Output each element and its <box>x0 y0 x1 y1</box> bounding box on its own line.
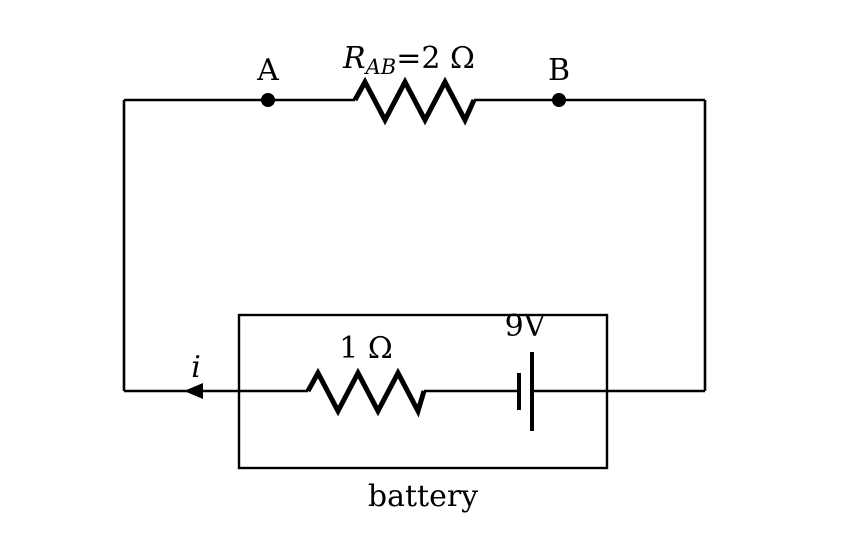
resistor-ab-symbol <box>352 76 477 126</box>
internal-resistor-label: 1 Ω <box>339 331 393 366</box>
resistor-ab-equals: = <box>396 41 421 76</box>
battery-label: battery <box>368 479 478 514</box>
resistor-ab-subscript: AB <box>364 55 397 79</box>
node-b-label: B <box>548 53 570 88</box>
node-b-dot <box>552 93 566 107</box>
node-a-label: A <box>256 53 279 88</box>
node-a-dot <box>261 93 275 107</box>
current-label: i <box>191 350 201 385</box>
resistor-ab-symbol-text: R <box>342 41 366 76</box>
internal-resistor-symbol <box>305 367 427 418</box>
resistor-ab-label: RAB=2 Ω <box>342 41 475 79</box>
current-arrow-icon <box>184 383 203 399</box>
resistor-ab-value: 2 Ω <box>421 41 475 76</box>
source-voltage-label: 9V <box>505 309 547 344</box>
battery-box <box>237 313 609 470</box>
